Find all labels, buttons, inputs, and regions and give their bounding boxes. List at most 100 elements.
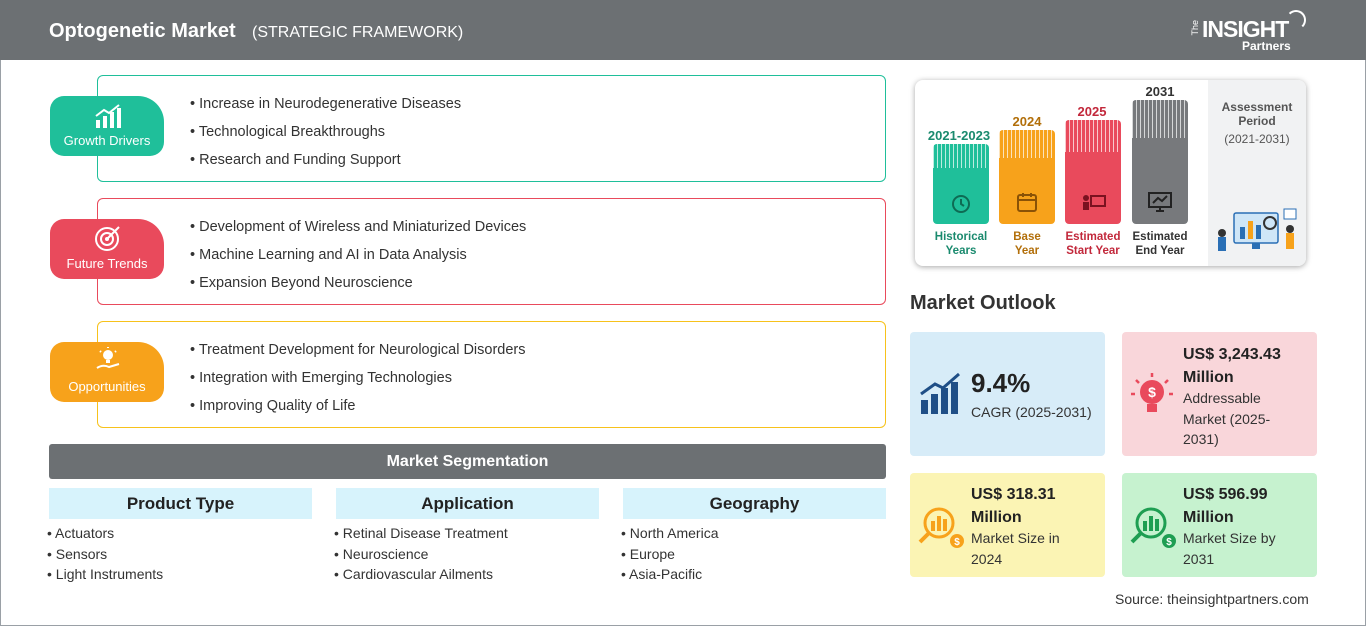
list-item: Cardiovascular Ailments [334,566,508,587]
timeline-caption-historical: Historical Years [926,230,996,258]
list-item: Sensors [47,546,163,567]
list-item: Research and Funding Support [190,150,461,178]
list-item: Development of Wireless and Miniaturized… [190,217,526,245]
assessment-period-label: Assessment Period [1221,100,1293,128]
market-size-2031-value: US$ 596.99 Million [1183,483,1268,529]
timeline-year-end: 2031 [1145,84,1175,99]
segment-list-application: Retinal Disease Treatment Neuroscience C… [334,525,508,587]
addressable-amount: US$ 3,243.43 [1183,346,1281,363]
list-item: Increase in Neurodegenerative Diseases [190,94,461,122]
list-item: Light Instruments [47,566,163,587]
list-item: Neuroscience [334,546,508,567]
caption-line-1: Historical [934,231,988,243]
svg-text:$: $ [1148,384,1156,400]
page-subtitle: (STRATEGIC FRAMEWORK) [252,24,464,41]
header-bar: Optogenetic Market (STRATEGIC FRAMEWORK)… [0,0,1366,60]
timeline-bar-start [1065,120,1121,224]
market-size-2024-card: $ US$ 318.31 Million Market Size in 2024 [910,473,1105,577]
list-item: Actuators [47,525,163,546]
lightbulb-hand-icon [96,347,120,369]
history-icon [952,195,970,213]
growth-chart-icon [95,104,121,128]
timeline-year-base: 2024 [1012,114,1042,129]
list-item: Asia-Pacific [621,566,719,587]
market-segmentation-bar: Market Segmentation [49,444,886,479]
list-item: Improving Quality of Life [190,396,526,424]
timeline-caption-base: Base Year [992,230,1062,258]
market-size-2031-amount: US$ 596.99 [1183,486,1268,503]
timeline-caption-end: Estimated End Year [1125,230,1195,258]
market-size-2031-label: Market Size by 2031 [1183,530,1276,567]
assessment-period-range: (2021-2031) [1224,132,1290,146]
market-size-2031-card: $ US$ 596.99 Million Market Size by 2031 [1122,473,1317,577]
cagr-label: CAGR (2025-2031) [971,404,1092,420]
cagr-card: 9.4% CAGR (2025-2031) [910,332,1105,456]
growth-drivers-label: Growth Drivers [63,133,151,148]
timeline-bar-historical [933,144,989,224]
list-item: Europe [621,546,719,567]
list-item: North America [621,525,719,546]
addressable-unit: Million [1183,369,1234,386]
list-item: Technological Breakthroughs [190,122,461,150]
market-size-2024-value: US$ 318.31 Million [971,483,1056,529]
insight-partners-logo[interactable]: The INSIGHT Partners [1190,10,1310,54]
addressable-market-card: $ US$ 3,243.43 Million Addressable Marke… [1122,332,1317,456]
logo-arc [1286,10,1306,30]
cagr-value: 9.4% [971,368,1031,398]
list-item: Machine Learning and AI in Data Analysis [190,245,526,273]
svg-text:$: $ [1166,537,1172,548]
list-item: Treatment Development for Neurological D… [190,340,526,368]
opportunities-badge: Opportunities [50,342,164,402]
future-trends-card: Development of Wireless and Miniaturized… [97,198,886,305]
caption-line-1: Base [1013,231,1041,243]
logo-partners: Partners [1242,39,1291,53]
presentation-icon [1083,195,1106,210]
caption-line-1: Estimated [1065,231,1121,243]
market-size-2024-amount: US$ 318.31 [971,486,1056,503]
calendar-icon [1017,193,1037,212]
source-credit: Source: theinsightpartners.com [1115,591,1309,607]
market-outlook-title: Market Outlook [910,292,1056,314]
list-item: Integration with Emerging Technologies [190,368,526,396]
market-size-2024-unit: Million [971,509,1022,526]
list-item: Expansion Beyond Neuroscience [190,273,526,301]
magnifier-chart-icon: $ [918,507,964,548]
future-trends-label: Future Trends [66,256,148,271]
timeline-bar-end [1132,100,1188,224]
logo-the: The [1190,20,1200,36]
timeline-year-start: 2025 [1077,104,1107,119]
segment-heading-application: Application [336,488,599,519]
timeline-year-historical: 2021-2023 [927,128,991,143]
segment-list-product-type: Actuators Sensors Light Instruments [47,525,163,587]
segment-heading-geography: Geography [623,488,886,519]
addressable-value: US$ 3,243.43 Million [1183,343,1281,389]
monitor-chart-icon [1148,192,1172,212]
segment-heading-product-type: Product Type [49,488,312,519]
growth-drivers-badge: Growth Drivers [50,96,164,156]
segment-list-geography: North America Europe Asia-Pacific [621,525,719,587]
opportunities-list: Treatment Development for Neurological D… [190,340,526,424]
magnifier-chart-icon: $ [1130,507,1176,548]
timeline-bar-base [999,130,1055,224]
growth-drivers-list: Increase in Neurodegenerative Diseases T… [190,94,461,178]
logo-insight: INSIGHT [1202,16,1289,42]
page-title: Optogenetic Market [49,20,236,42]
analytics-people-icon [1218,208,1297,251]
caption-line-1: Estimated [1132,231,1188,243]
market-size-2031-unit: Million [1183,509,1234,526]
future-trends-badge: Future Trends [50,219,164,279]
opportunities-label: Opportunities [68,379,146,394]
timeline-caption-start: Estimated Start Year [1058,230,1128,258]
target-icon [95,226,120,251]
svg-text:$: $ [954,537,960,548]
caption-line-2: Start Year [1066,245,1120,257]
growth-bars-icon [920,372,960,414]
list-item: Retinal Disease Treatment [334,525,508,546]
caption-line-2: End Year [1135,245,1185,257]
money-bulb-icon: $ [1131,373,1173,412]
opportunities-card: Treatment Development for Neurological D… [97,321,886,428]
future-trends-list: Development of Wireless and Miniaturized… [190,217,526,301]
addressable-label: Addressable Market (2025-2031) [1183,390,1271,447]
market-size-2024-label: Market Size in 2024 [971,530,1060,567]
caption-line-2: Year [1014,245,1040,257]
